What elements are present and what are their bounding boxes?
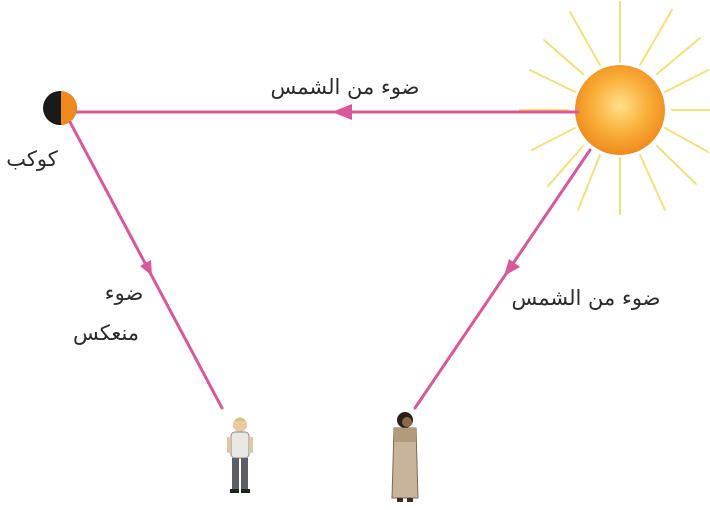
top-ray-label: ضوء من الشمس (270, 75, 419, 99)
planet-label: كوكب (6, 147, 57, 171)
reflected-label-line1: ضوء (105, 281, 144, 305)
planet-icon (43, 91, 77, 125)
arrow-top-ray (332, 104, 352, 120)
sun-to-observer-ray (413, 148, 592, 410)
light-rays (68, 110, 592, 410)
right-ray-label: ضوء من الشمس (511, 286, 660, 310)
arrow-reflected-ray (140, 260, 152, 276)
sun-rays (519, 1, 710, 215)
arrow-right-ray (504, 259, 520, 276)
sun-icon (575, 65, 665, 155)
person-icon (391, 412, 419, 502)
reflected-label-line2: منعكس (73, 321, 139, 345)
person-icon (227, 417, 253, 493)
